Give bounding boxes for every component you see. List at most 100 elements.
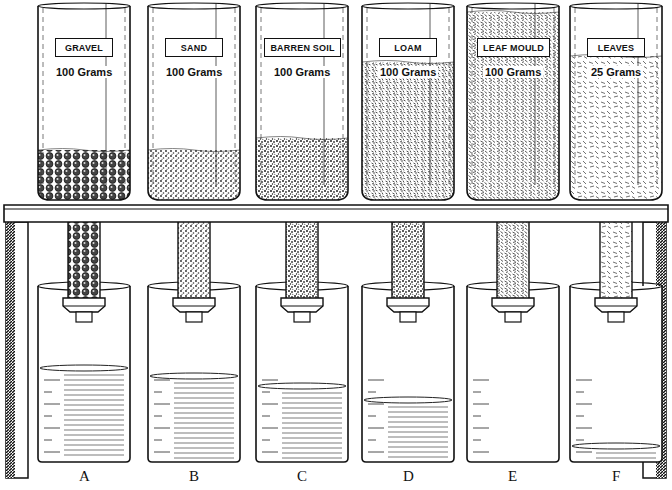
water-line [64, 395, 124, 396]
glass-highlight [43, 8, 44, 188]
outlet [76, 312, 92, 322]
beaker [148, 286, 240, 462]
water-line [388, 447, 448, 448]
tube-contents [570, 56, 662, 200]
scale-tick [154, 404, 170, 405]
water-line [174, 403, 234, 404]
water-line [282, 443, 342, 444]
stopper-edge [387, 306, 429, 307]
glass-highlight [575, 8, 576, 188]
scale-tick [44, 404, 60, 405]
water-line [282, 438, 342, 439]
glass-rod [535, 4, 536, 185]
scale-tick [262, 452, 278, 453]
glass-highlight [472, 8, 473, 188]
scale-tick [262, 380, 278, 381]
scale-tick [262, 416, 270, 417]
glass-highlight [343, 8, 344, 188]
water-line [174, 443, 234, 444]
material-name: LEAF MOULD [483, 43, 544, 53]
tube-contents [362, 62, 454, 200]
water-line [388, 442, 448, 443]
beaker-letter: D [403, 468, 414, 485]
funnel-stem [68, 216, 100, 300]
water-line [174, 413, 234, 414]
water-line [174, 453, 234, 454]
contents-surface [148, 149, 240, 152]
water-line [64, 405, 124, 406]
weight-label: 100 Grams [272, 66, 332, 78]
scale-tick [44, 392, 52, 393]
water-line [282, 428, 342, 429]
water-line [174, 393, 234, 394]
scale-tick [473, 440, 481, 441]
stopper [173, 298, 215, 312]
water-surface [258, 383, 346, 389]
water-line [64, 410, 124, 411]
funnel-tube [570, 6, 662, 200]
contents-surface [467, 11, 559, 14]
stopper [492, 298, 534, 312]
scale-tick [262, 404, 278, 405]
scale-tick [576, 428, 592, 429]
contents-surface [256, 137, 348, 140]
water-line [174, 428, 234, 429]
stopper-edge [281, 306, 323, 307]
beaker-letter: A [79, 468, 90, 485]
tube-rim [570, 3, 662, 9]
glass-highlight [449, 8, 450, 188]
scale-tick [368, 440, 376, 441]
scale-tick [44, 428, 60, 429]
glass-rod [324, 4, 325, 185]
glass-rod [216, 4, 217, 185]
beaker [570, 286, 662, 462]
funnel-stem [392, 216, 424, 300]
stopper [595, 298, 637, 312]
water-line [64, 445, 124, 446]
weight-label: 100 Grams [164, 66, 224, 78]
water-line [282, 453, 342, 454]
funnel-tube [362, 6, 454, 200]
weight-label: 100 Grams [483, 66, 543, 78]
beaker-letter: F [612, 468, 620, 485]
scale-tick [576, 416, 584, 417]
water-line [64, 440, 124, 441]
water-line [388, 412, 448, 413]
water-line [282, 398, 342, 399]
scale-tick [368, 392, 376, 393]
scale-tick [473, 380, 489, 381]
water-line [64, 435, 124, 436]
scale-tick [262, 392, 270, 393]
label-box: LEAVES [587, 38, 645, 57]
label-box: GRAVEL [55, 38, 113, 57]
scale-tick [368, 452, 384, 453]
scale-tick [473, 452, 489, 453]
weight-label: 100 Grams [378, 66, 438, 78]
scale-tick [576, 440, 584, 441]
beaker [467, 286, 559, 462]
stopper-edge [173, 306, 215, 307]
scale-tick [154, 452, 170, 453]
funnel-stem [178, 216, 210, 300]
outlet [186, 312, 202, 322]
scale-tick [368, 428, 384, 429]
water-line [282, 433, 342, 434]
water-line [64, 380, 124, 381]
beaker-letter: C [297, 468, 307, 485]
material-name: LEAVES [598, 43, 635, 53]
beaker [362, 286, 454, 462]
outlet [505, 312, 521, 322]
tube-rim [38, 3, 130, 9]
water-line [282, 408, 342, 409]
water-line [64, 385, 124, 386]
scale-tick [154, 392, 162, 393]
scale-tick [44, 380, 60, 381]
scale-tick [368, 416, 376, 417]
leg-shading [6, 222, 15, 478]
glass-highlight [554, 8, 555, 188]
stopper-edge [63, 306, 105, 307]
glass-highlight [235, 8, 236, 188]
water-line [596, 453, 656, 454]
water-line [388, 457, 448, 458]
outlet [400, 312, 416, 322]
